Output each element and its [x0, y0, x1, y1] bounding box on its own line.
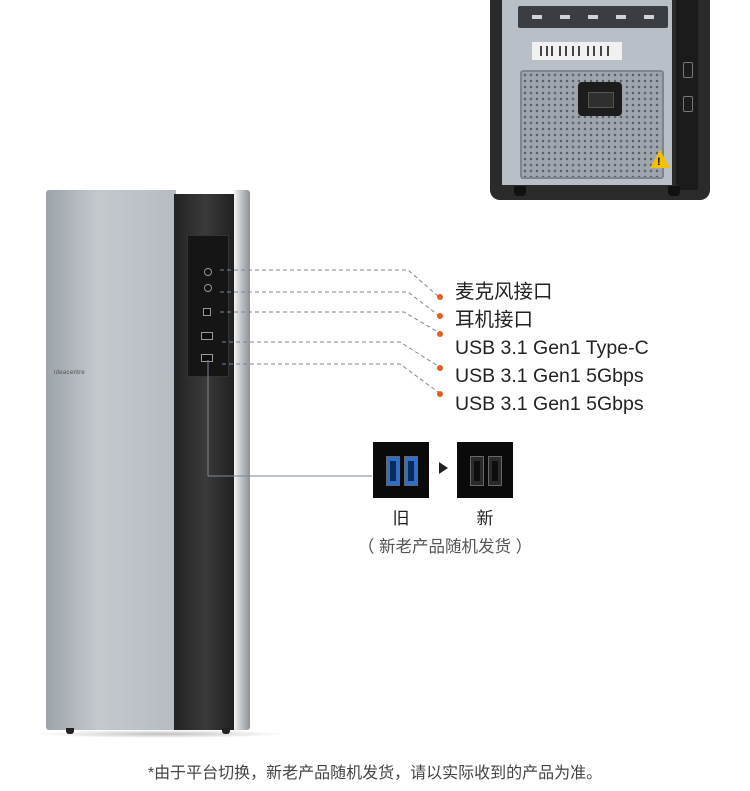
new-label: 新 — [476, 509, 494, 528]
old-usb-port — [404, 456, 418, 486]
leader-dot-usb-2 — [437, 391, 443, 397]
new-usb-ports-image — [457, 442, 513, 498]
callout-usb-typec: USB 3.1 Gen1 Type-C — [455, 337, 649, 359]
tower-side-panel: ideacentre — [46, 190, 176, 730]
tower-foot-left — [66, 728, 74, 734]
mic-jack — [204, 268, 212, 276]
arrow-right-icon — [439, 462, 448, 474]
front-io-panel — [187, 235, 229, 377]
leader-dot-mic — [437, 294, 443, 300]
warning-triangle-icon — [650, 150, 670, 168]
usb-typec-port — [203, 308, 211, 316]
tower-foot-right — [222, 728, 230, 734]
leader-dot-headphone — [437, 313, 443, 319]
leader-dot-usb-1 — [437, 365, 443, 371]
callout-headphone-port: 耳机接口 — [455, 309, 534, 331]
old-usb-port — [386, 456, 400, 486]
tower-pc-image: ideacentre — [36, 190, 286, 738]
headphone-jack — [204, 284, 212, 292]
barcode-sticker — [532, 42, 622, 60]
tower-shadow — [36, 730, 286, 738]
usb-a-port-1 — [201, 332, 213, 340]
rear-side-ports — [676, 0, 698, 190]
callout-usb-a-1: USB 3.1 Gen1 5Gbps — [455, 365, 644, 387]
usb-a-port-2 — [201, 354, 213, 362]
rear-foot-right — [668, 186, 680, 196]
leader-dot-typec — [437, 331, 443, 337]
callout-mic-port: 麦克风接口 — [455, 281, 553, 303]
brand-logo: ideacentre — [54, 370, 86, 376]
tower-front-edge — [234, 190, 250, 730]
rear-panel-image: ! — [490, 0, 710, 200]
old-usb-ports-image — [373, 442, 429, 498]
power-socket — [578, 82, 622, 116]
callout-usb-a-2: USB 3.1 Gen1 5Gbps — [455, 393, 644, 415]
expansion-slot-strip — [518, 6, 668, 28]
rear-foot-left — [514, 186, 526, 196]
new-usb-port — [470, 456, 484, 486]
new-usb-port — [488, 456, 502, 486]
old-label: 旧 — [392, 509, 410, 528]
warning-mark: ! — [657, 156, 661, 168]
shipping-note: （ 新老产品随机发货 ） — [357, 538, 533, 556]
footnote: *由于平台切换，新老产品随机发货，请以实际收到的产品为准。 — [147, 765, 603, 782]
